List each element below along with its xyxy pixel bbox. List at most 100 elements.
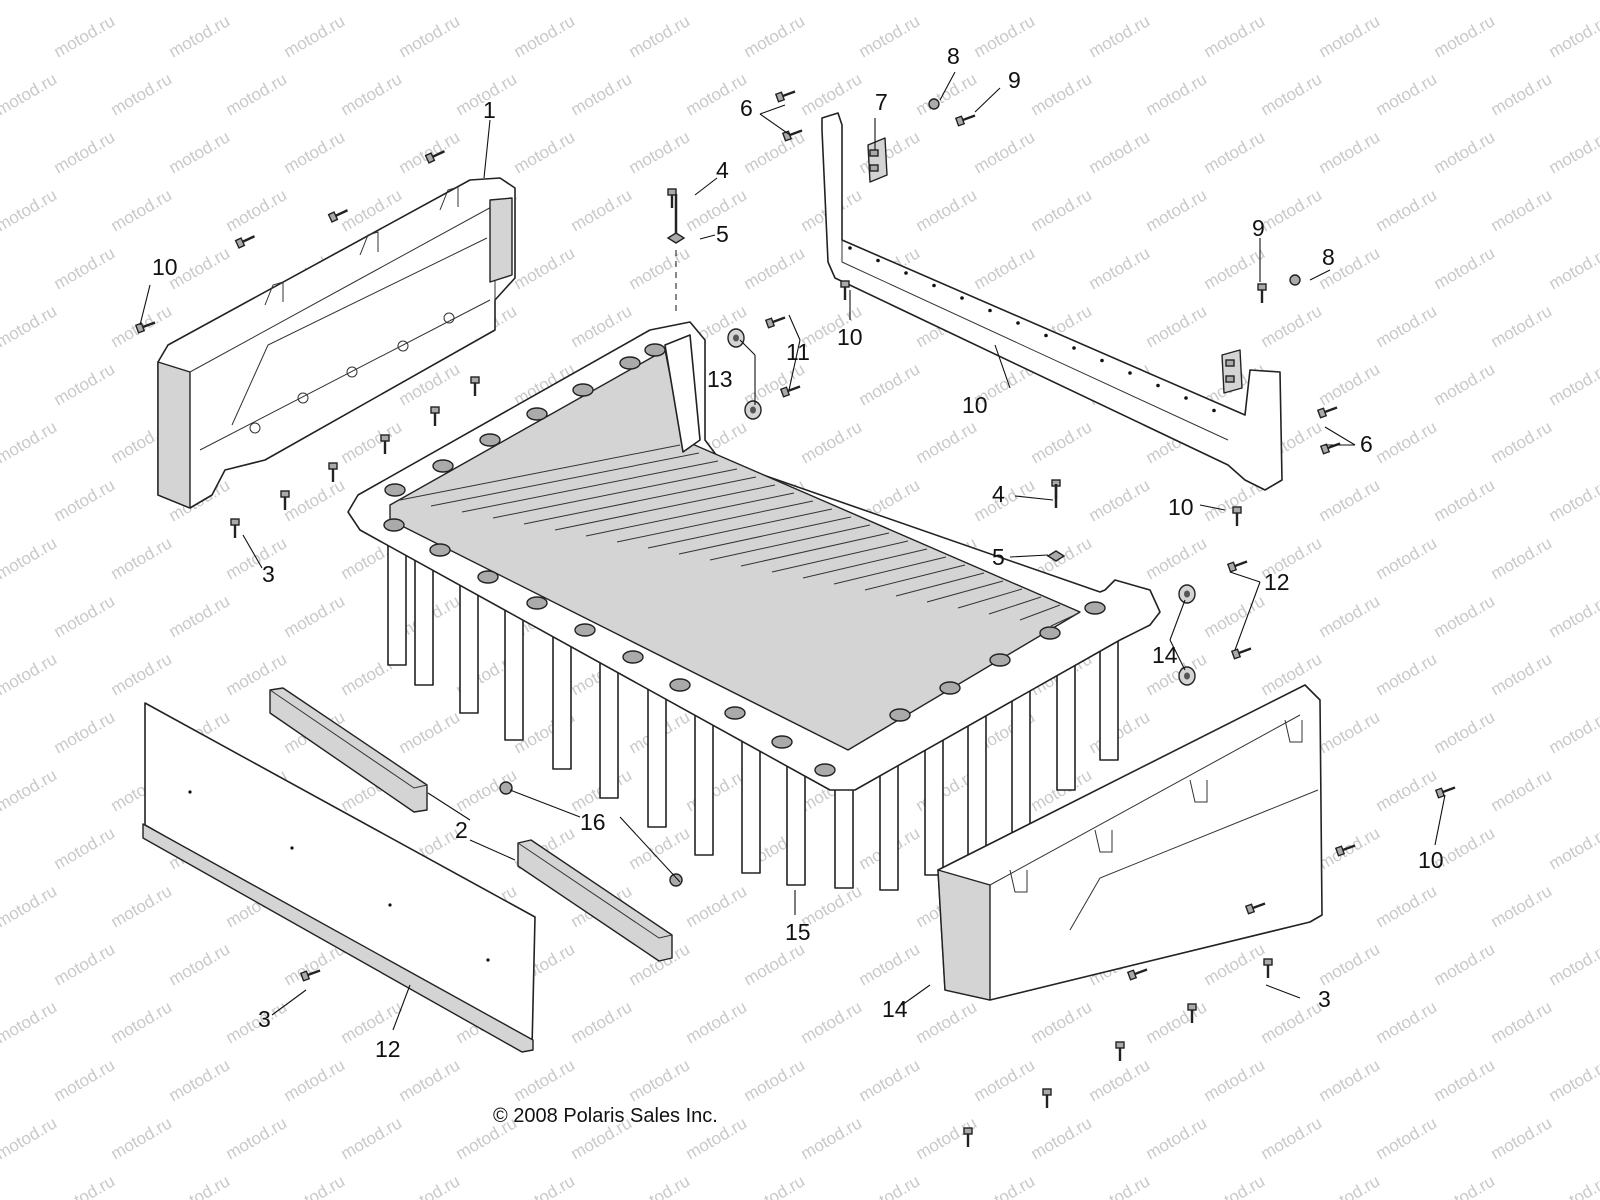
watermark-text: motod.ru [511,243,579,293]
watermark-text: motod.ru [166,939,234,989]
callout-labels: 1 2 3 3 3 4 4 5 5 6 6 7 8 8 9 9 10 10 10… [152,43,1444,1062]
frame-hole [1044,333,1048,338]
frame-hole [904,271,908,275]
watermark-text: motod.ru [1546,939,1600,989]
bolt [328,462,338,482]
watermark-text: motod.ru [1258,301,1326,351]
watermark-text: motod.ru [856,939,924,989]
bolt [963,1127,973,1147]
watermark-text: motod.ru [0,707,3,757]
frame-hole [1016,321,1020,325]
washer-hole [1184,590,1190,598]
watermark-text: motod.ru [741,1171,809,1200]
rim-hole [572,383,594,397]
watermark-text: motod.ru [396,707,464,757]
watermark-text: motod.ru [798,0,866,3]
watermark-text: motod.ru [1546,707,1600,757]
watermark-text: motod.ru [1316,359,1384,409]
watermark-text: motod.ru [0,1113,60,1163]
watermark-text: motod.ru [741,127,809,177]
watermark-text: motod.ru [0,243,3,293]
watermark-text: motod.ru [0,765,60,815]
watermark-text: motod.ru [108,881,176,931]
bolt [234,235,256,249]
callout-12: 11 [786,339,810,365]
watermark-text: motod.ru [223,69,291,119]
callout-16: 15 [785,919,811,945]
watermark-text: motod.ru [0,939,3,989]
watermark-text: motod.ru [1258,997,1326,1047]
watermark-text: motod.ru [1373,301,1441,351]
watermark-text: motod.ru [1488,881,1556,931]
watermark-text: motod.ru [1316,11,1384,61]
frame-hole [1212,408,1216,413]
watermark-text: motod.ru [1028,997,1096,1047]
callout-10: 10 [837,324,863,350]
right-side-panel [937,684,1323,1001]
watermark-text: motod.ru [1028,69,1096,119]
watermark-text: motod.ru [51,591,119,641]
watermark-text: motod.ru [1373,533,1441,583]
watermark-text: motod.ru [798,69,866,119]
rim-hole [526,596,548,610]
watermark-text: motod.ru [1316,1055,1384,1105]
watermark-text: motod.ru [971,243,1039,293]
watermark-text: motod.ru [856,1055,924,1105]
bolt [1187,1003,1197,1023]
watermark-text: motod.ru [971,11,1039,61]
watermark-text: motod.ru [281,475,349,525]
watermark-text: motod.ru [1431,243,1499,293]
watermark-text: motod.ru [1373,881,1441,931]
fasteners-group [134,90,1456,1147]
watermark-text: motod.ru [166,1171,234,1200]
watermark-text: motod.ru [1488,301,1556,351]
watermark-text: motod.ru [396,1171,464,1200]
watermark-text: motod.ru [1258,0,1326,3]
frame-hole [876,258,880,263]
watermark-text: motod.ru [1373,69,1441,119]
watermark-text: motod.ru [108,185,176,235]
watermark-text: motod.ru [281,127,349,177]
watermark-text: motod.ru [1373,997,1441,1047]
callout-15: 14 [882,996,908,1022]
watermark-text: motod.ru [51,707,119,757]
bolt [1126,968,1148,981]
watermark-text: motod.ru [913,1113,981,1163]
watermark-text: motod.ru [568,69,636,119]
watermark-text: motod.ru [798,417,866,467]
watermark-text: motod.ru [1488,649,1556,699]
bolt [424,150,446,164]
watermark-text: motod.ru [1546,127,1600,177]
watermark-text: motod.ru [913,69,981,119]
watermark-text: motod.ru [1086,11,1154,61]
watermark-text: motod.ru [51,1055,119,1105]
watermark-text: motod.ru [1028,185,1096,235]
watermark-text: motod.ru [281,1055,349,1105]
bumper-strip-lower [517,839,673,962]
watermark-text: motod.ru [108,997,176,1047]
watermark-text: motod.ru [0,127,3,177]
bolt [1319,442,1341,455]
watermark-text: motod.ru [1431,1055,1499,1105]
frame-hole [960,296,964,300]
bolt [1434,786,1456,799]
watermark-text: motod.ru [511,1055,579,1105]
watermark-text: motod.ru [1028,0,1096,3]
rim-hole [432,459,454,473]
watermark-text: motod.ru [568,0,636,3]
watermark-text: motod.ru [223,997,291,1047]
callout-2: 2 [455,817,468,843]
callout-3: 3 [1318,986,1331,1012]
watermark-text: motod.ru [626,11,694,61]
watermark-text: motod.ru [1431,1171,1499,1200]
watermark-text: motod.ru [1373,0,1441,3]
bolt [774,90,796,103]
bracket-right [1221,349,1243,394]
watermark-text: motod.ru [166,11,234,61]
watermark-text: motod.ru [1488,765,1556,815]
rim-hole [574,623,596,637]
watermark-text: motod.ru [1546,359,1600,409]
callout-1: 1 [483,97,496,123]
